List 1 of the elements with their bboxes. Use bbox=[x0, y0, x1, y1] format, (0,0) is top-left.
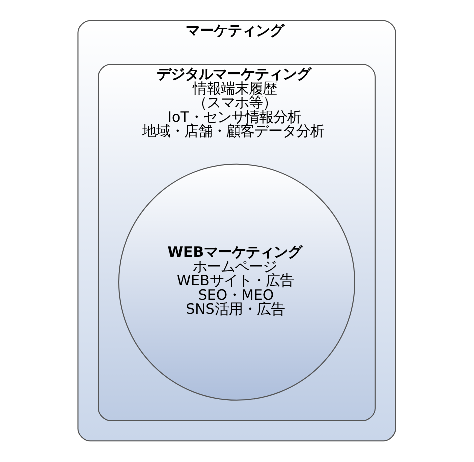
node-circle: WEBマーケティング ホームページ WEBサイト・広告 SEO・MEO SNS活用・広告 bbox=[118, 164, 356, 401]
